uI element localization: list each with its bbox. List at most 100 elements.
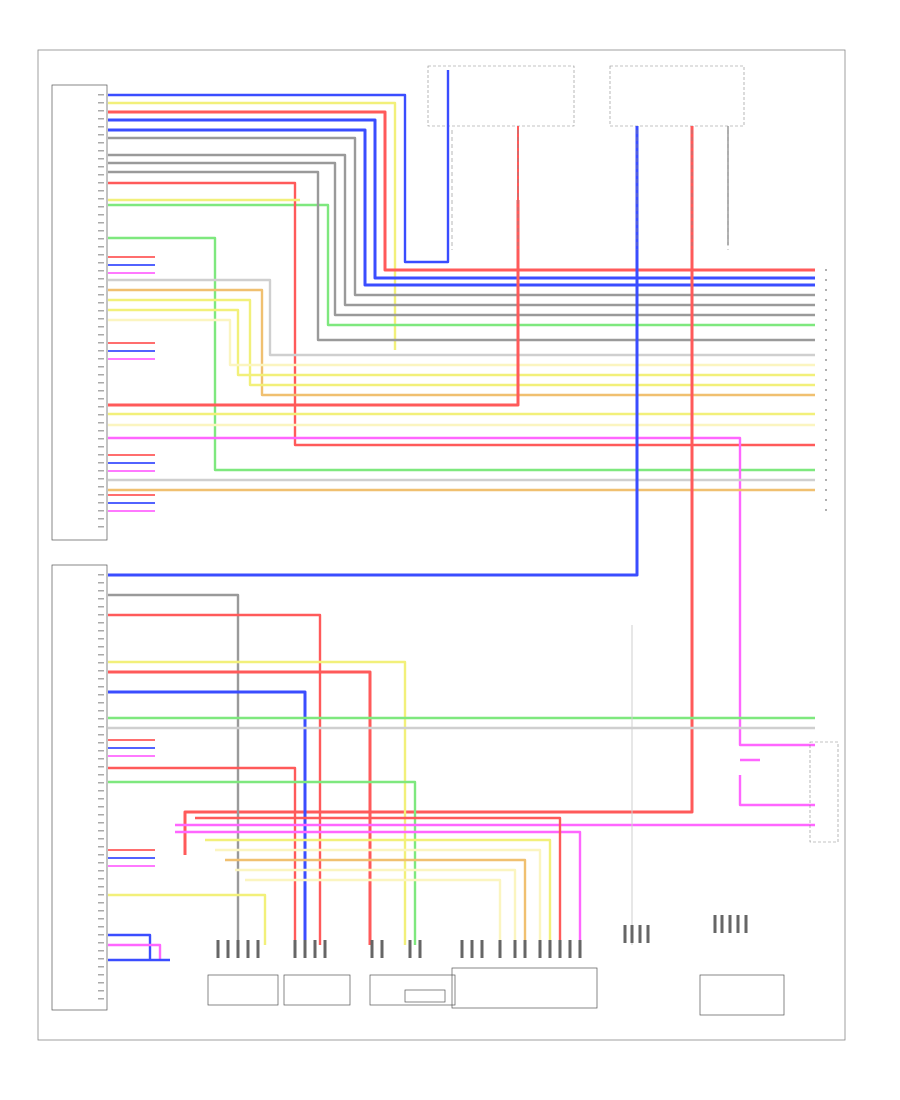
ecu-pin-tick: [98, 318, 104, 320]
terminal-mark: [825, 449, 827, 451]
ecu-pin-tick: [98, 110, 104, 112]
ecu-pin-tick: [98, 830, 104, 832]
connector-pin: [623, 925, 627, 943]
terminal-mark: [825, 509, 827, 511]
connector-pin: [216, 940, 220, 958]
ecu-pin-tick: [98, 686, 104, 688]
ecu-pin-tick: [98, 454, 104, 456]
wire-red-19: [108, 200, 520, 407]
connector-pin: [548, 940, 552, 958]
wire-yellow-18: [108, 318, 815, 367]
connector-pin: [558, 940, 562, 958]
terminal-mark: [825, 479, 827, 481]
ecu-pin-tick: [98, 958, 104, 960]
ecu-pin-tick: [98, 142, 104, 144]
ecu-pin-tick: [98, 782, 104, 784]
wire-red-42: [195, 816, 562, 945]
ecu-pin-tick: [98, 150, 104, 152]
ecu-pin-tick: [98, 990, 104, 992]
ecu-pin-tick: [98, 942, 104, 944]
connector-pin: [408, 940, 412, 958]
terminal-mark: [825, 309, 827, 311]
ecu-pin-tick: [98, 238, 104, 240]
wire-gray-6: [108, 136, 815, 297]
ecu-pin-tick: [98, 358, 104, 360]
ecu-pin-tick: [98, 422, 104, 424]
terminal-mark: [825, 359, 827, 361]
ecu-pin-tick: [98, 246, 104, 248]
terminal-mark: [825, 409, 827, 411]
ecu-pin-tick: [98, 118, 104, 120]
terminal-mark: [825, 389, 827, 391]
ecu-pin-tick: [98, 614, 104, 616]
connector-pin: [418, 940, 422, 958]
connector-pin: [293, 940, 297, 958]
ecu-pin-tick: [98, 766, 104, 768]
ecu-pin-tick: [98, 414, 104, 416]
ecu-pin-tick: [98, 470, 104, 472]
ecu-pin-tick: [98, 582, 104, 584]
right-connector-bracket: [809, 741, 839, 843]
terminal-mark: [825, 419, 827, 421]
ecu-pin-tick: [98, 846, 104, 848]
ecu-pin-tick: [98, 726, 104, 728]
ecu-pin-tick: [98, 982, 104, 984]
wire-yellow-46: [235, 868, 517, 945]
ecu-pin-tick: [98, 302, 104, 304]
connector-pin: [303, 940, 307, 958]
ecu-pin-tick: [98, 710, 104, 712]
terminal-mark: [825, 469, 827, 471]
ecu-pin-tick: [98, 606, 104, 608]
ecu-pin-tick: [98, 126, 104, 128]
wire-red-36: [108, 766, 297, 945]
wire-yellow-31: [108, 660, 407, 945]
ecu-pin-tick: [98, 870, 104, 872]
connector-block: [404, 989, 446, 1003]
ecu-pin-tick: [98, 630, 104, 632]
ecu-pin-tick: [98, 486, 104, 488]
ecu-pin-tick: [98, 950, 104, 952]
connector-pin: [380, 940, 384, 958]
ecu-pin-tick: [98, 398, 104, 400]
ecu-pin-tick: [98, 366, 104, 368]
wire-yellow-44: [215, 848, 542, 945]
wire-red-3: [108, 110, 815, 272]
wire-gray-8: [108, 161, 815, 317]
terminal-mark: [825, 339, 827, 341]
ecu-pin-tick: [98, 350, 104, 352]
connector-pin: [578, 940, 582, 958]
wire-pink-39: [738, 775, 815, 807]
ecu-pin-tick: [98, 622, 104, 624]
ecu-pin-tick: [98, 678, 104, 680]
connector-pin: [370, 940, 374, 958]
bottom-component-3: [369, 974, 456, 1006]
ecu-pin-tick: [98, 286, 104, 288]
ecu-pin-tick: [98, 374, 104, 376]
terminal-mark: [825, 349, 827, 351]
connector-pin: [498, 940, 502, 958]
pin-label-group: [98, 94, 827, 1000]
connector-pin: [513, 940, 517, 958]
wire-gray-29: [108, 593, 240, 945]
ecu-pin-tick: [98, 222, 104, 224]
terminal-mark: [825, 279, 827, 281]
terminal-mark: [825, 319, 827, 321]
wire-yellow-43: [205, 838, 552, 945]
ecu-pin-tick: [98, 758, 104, 760]
connector-pin: [713, 915, 717, 933]
upper-ecu-block: [51, 84, 108, 541]
ecu-pin-tick: [98, 158, 104, 160]
ecu-pin-tick: [98, 166, 104, 168]
wire-red-27: [183, 126, 694, 855]
terminal-mark: [825, 299, 827, 301]
ecu-pin-tick: [98, 638, 104, 640]
lower-ecu-block: [51, 564, 108, 1011]
ecu-pin-tick: [98, 806, 104, 808]
ecu-pin-tick: [98, 206, 104, 208]
ecu-pin-tick: [98, 510, 104, 512]
ecu-pin-tick: [98, 174, 104, 176]
ecu-pin-tick: [98, 862, 104, 864]
terminal-mark: [825, 499, 827, 501]
wire-yellow-48: [108, 893, 267, 945]
